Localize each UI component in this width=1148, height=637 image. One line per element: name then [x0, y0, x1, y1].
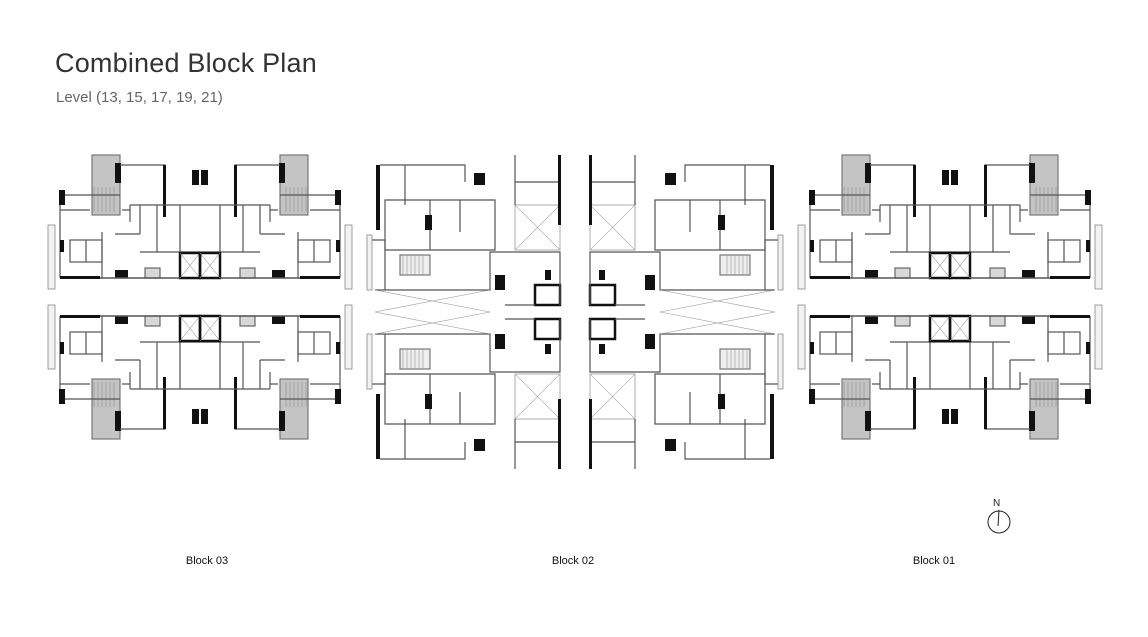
compass-north-label: N	[993, 498, 1001, 509]
block-02-quarter-sw	[365, 310, 563, 471]
block-03-quarter-se	[198, 303, 354, 441]
block-03-quarter-sw	[46, 303, 202, 441]
block-01-quarter-ne	[948, 153, 1104, 291]
block-01-label: Block 01	[912, 555, 956, 567]
block-02-quarter-ne	[587, 153, 785, 314]
block-03-quarter-nw	[46, 153, 202, 291]
block-02-plan	[365, 153, 785, 471]
block-01-quarter-se	[948, 303, 1104, 441]
page-subtitle: Level (13, 15, 17, 19, 21)	[56, 89, 223, 106]
block-02-quarter-se	[587, 310, 785, 471]
block-03-quarter-ne	[198, 153, 354, 291]
block-01-quarter-nw	[796, 153, 952, 291]
north-compass-icon	[987, 509, 1011, 534]
block-01-plan	[796, 153, 1104, 441]
block-01-quarter-sw	[796, 303, 952, 441]
block-02-label: Block 02	[551, 555, 595, 567]
block-03-label: Block 03	[185, 555, 229, 567]
block-03-plan	[46, 153, 354, 441]
page-title: Combined Block Plan	[55, 48, 317, 78]
block-02-quarter-nw	[365, 153, 563, 314]
